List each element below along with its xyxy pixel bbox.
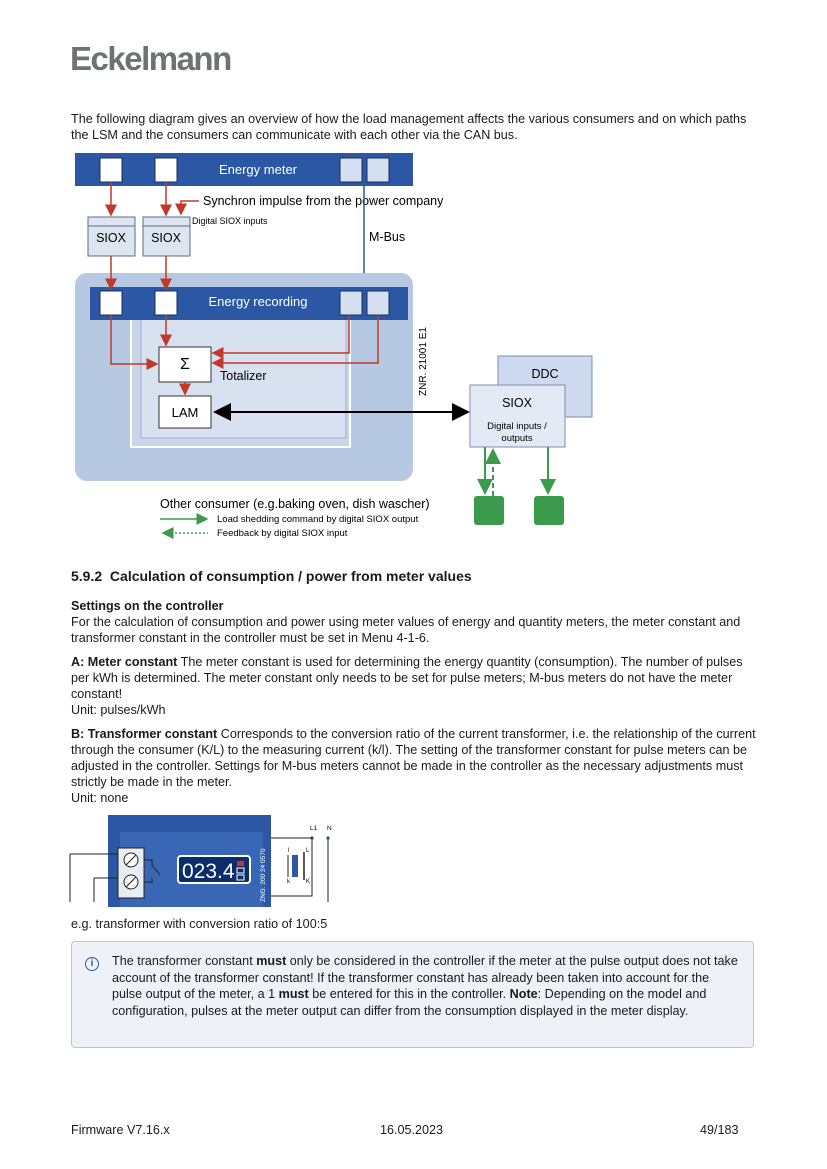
siox-right-label: SIOX	[502, 396, 533, 410]
settings-heading: Settings on the controller	[71, 599, 224, 613]
siox-1-label: SIOX	[96, 231, 127, 245]
siox-2-label: SIOX	[151, 231, 182, 245]
k-lower-label: k	[287, 879, 291, 885]
footer-page: 49/183	[700, 1123, 739, 1137]
totalizer-box	[158, 346, 212, 383]
totalizer-label: Totalizer	[220, 369, 267, 383]
settings-text: For the calculation of consumption and p…	[71, 615, 741, 645]
energy-meter-label: Energy meter	[219, 162, 298, 177]
transformer-caption: e.g. transformer with conversion ratio o…	[71, 917, 328, 931]
meter-transformer-illustration: 023.4 ZNG. 200 24 0570 L1 N L l k K	[69, 815, 332, 907]
l1-label: L1	[310, 825, 318, 832]
info-icon: i	[85, 957, 99, 971]
other-consumer-label: Other consumer (e.g.baking oven, dish wa…	[160, 497, 430, 511]
meter-constant-unit: Unit: pulses/kWh	[71, 703, 166, 717]
eckelmann-logo: Eckelmann	[70, 40, 232, 77]
meter-display-value: 023.4	[182, 860, 235, 883]
sigma-symbol: Σ	[180, 356, 190, 373]
lam-box	[158, 395, 212, 429]
l-lower-label: l	[288, 848, 289, 854]
legend-feedback-label: Feedback by digital SIOX input	[217, 528, 348, 539]
digital-io-label-2: outputs	[501, 433, 532, 444]
note-text: The transformer constant must only be co…	[112, 954, 738, 1018]
siox-right-box	[469, 384, 566, 448]
transformer-constant-paragraph: B: Transformer constant Corresponds to t…	[71, 727, 756, 789]
digital-io-label-1: Digital inputs /	[487, 421, 547, 432]
ddc-label: DDC	[531, 367, 558, 381]
lam-label: LAM	[172, 405, 199, 420]
digital-siox-inputs-label: Digital SIOX inputs	[192, 216, 268, 226]
section-heading: 5.9.2 Calculation of consumption / power…	[71, 568, 472, 584]
intro-paragraph: The following diagram gives an overview …	[71, 112, 747, 142]
footer-date: 16.05.2023	[380, 1123, 444, 1137]
transformer-constant-unit: Unit: none	[71, 791, 129, 805]
n-label: N	[327, 825, 332, 832]
consumer-2	[534, 496, 564, 525]
meter-znr: ZNG. 200 24 0570	[260, 848, 267, 902]
load-management-diagram: Energy meter Synchron impulse from the p…	[75, 153, 593, 539]
consumer-1	[474, 496, 504, 525]
l-upper-label: L	[306, 848, 310, 854]
meter-constant-paragraph: A: Meter constant The meter constant is …	[71, 655, 743, 701]
k-upper-label: K	[306, 879, 310, 885]
energy-recording-label: Energy recording	[209, 294, 308, 309]
mbus-label: M-Bus	[369, 230, 405, 244]
znr-label: ZNR. 21001 E1	[418, 327, 429, 396]
synchron-label: Synchron impulse from the power company	[203, 194, 444, 208]
footer-firmware: Firmware V7.16.x	[71, 1123, 170, 1137]
info-note: i The transformer constant must only be …	[71, 941, 754, 1048]
legend-shedding-label: Load shedding command by digital SIOX ou…	[217, 514, 419, 525]
